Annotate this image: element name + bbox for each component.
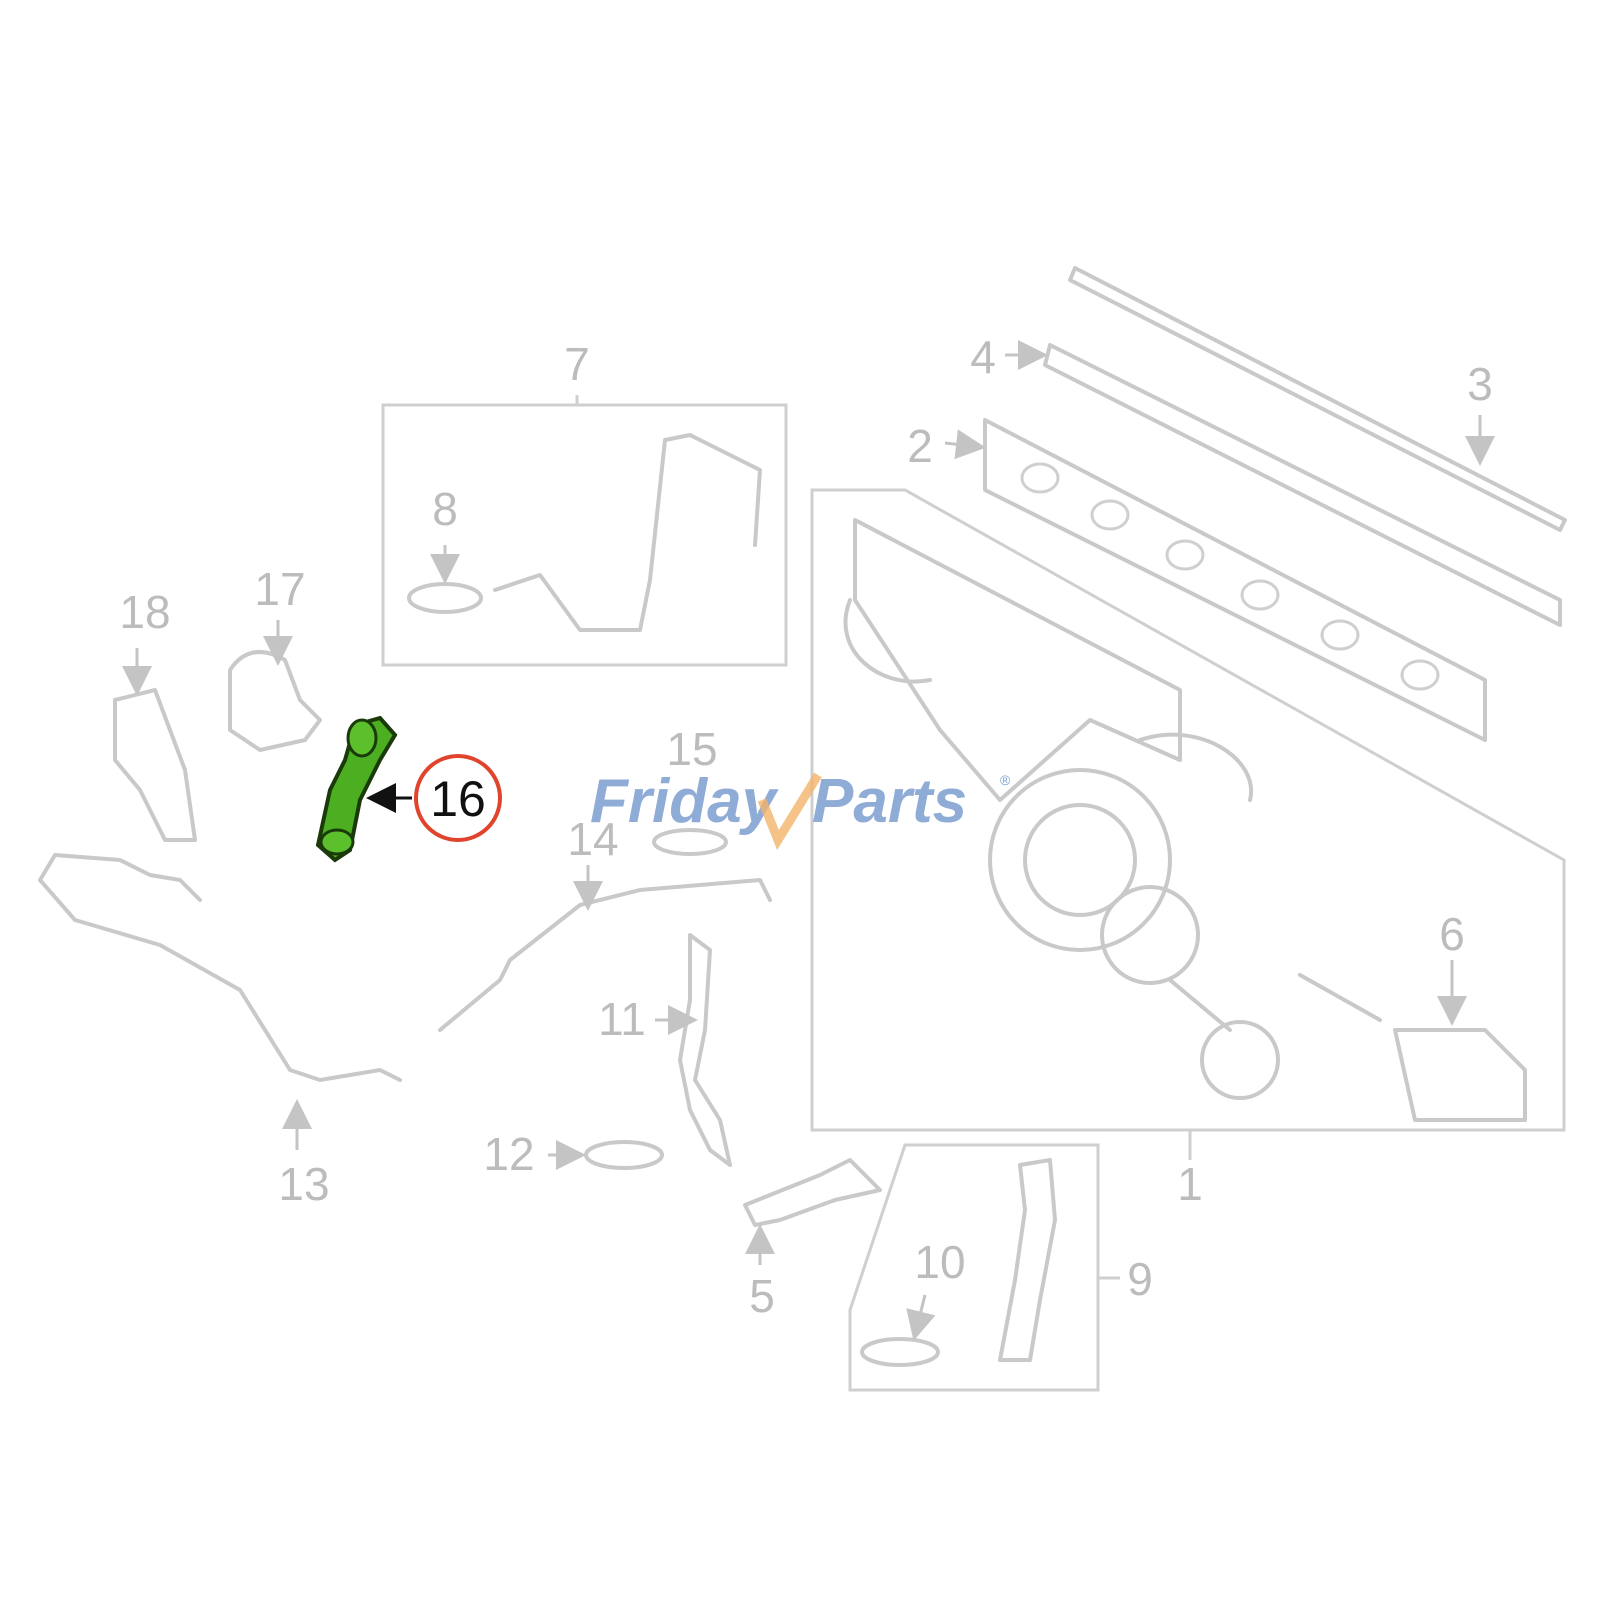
- highlight-ring: [414, 754, 502, 842]
- callout-2: 2: [907, 420, 933, 472]
- callout-3: 3: [1467, 358, 1493, 410]
- callout-17: 17: [254, 563, 305, 615]
- callout-7: 7: [564, 338, 590, 390]
- fridayparts-watermark-logo: Friday Parts ®: [590, 767, 1011, 850]
- part-5-bracket: [743, 1158, 882, 1227]
- part-17-pump: [228, 650, 322, 752]
- group-box-9: [848, 1143, 1100, 1392]
- svg-text:Parts: Parts: [812, 767, 967, 836]
- callout-16: 16: [430, 771, 486, 827]
- part-18-bracket: [113, 688, 197, 842]
- svg-text:®: ®: [1000, 772, 1011, 788]
- part-16-hose-highlighted: [315, 715, 398, 863]
- callout-6: 6: [1439, 908, 1465, 960]
- group-box-1: [810, 488, 1566, 1132]
- group-box-7: [381, 403, 788, 667]
- callout-10: 10: [914, 1236, 965, 1288]
- part-3-gasket: [1068, 266, 1567, 532]
- part-10-seal: [860, 1337, 940, 1367]
- part-12-seal: [584, 1140, 664, 1170]
- part-15-seal: [652, 828, 728, 856]
- part-9-pipe: [998, 1158, 1057, 1362]
- callout-9: 9: [1127, 1253, 1153, 1305]
- part-13-line: [38, 853, 402, 1082]
- part-11-line: [678, 933, 732, 1167]
- callout-18: 18: [119, 586, 170, 638]
- callout-15: 15: [666, 723, 717, 775]
- part-2-manifold-gasket: [983, 418, 1487, 742]
- part-6-actuator: [1298, 973, 1527, 1122]
- callout-1: 1: [1177, 1158, 1203, 1210]
- callout-14: 14: [567, 813, 618, 865]
- callout-13: 13: [278, 1158, 329, 1210]
- svg-text:Friday: Friday: [590, 767, 780, 836]
- checkmark-icon: [757, 772, 822, 850]
- part-1-turbocharger: [843, 518, 1280, 1100]
- callout-5: 5: [749, 1270, 775, 1322]
- part-7-oil-line: [493, 433, 762, 632]
- callout-8: 8: [432, 483, 458, 535]
- callout-4: 4: [970, 331, 996, 383]
- callout-12: 12: [483, 1128, 534, 1180]
- part-8-seal: [407, 582, 483, 614]
- callout-11: 11: [598, 993, 646, 1045]
